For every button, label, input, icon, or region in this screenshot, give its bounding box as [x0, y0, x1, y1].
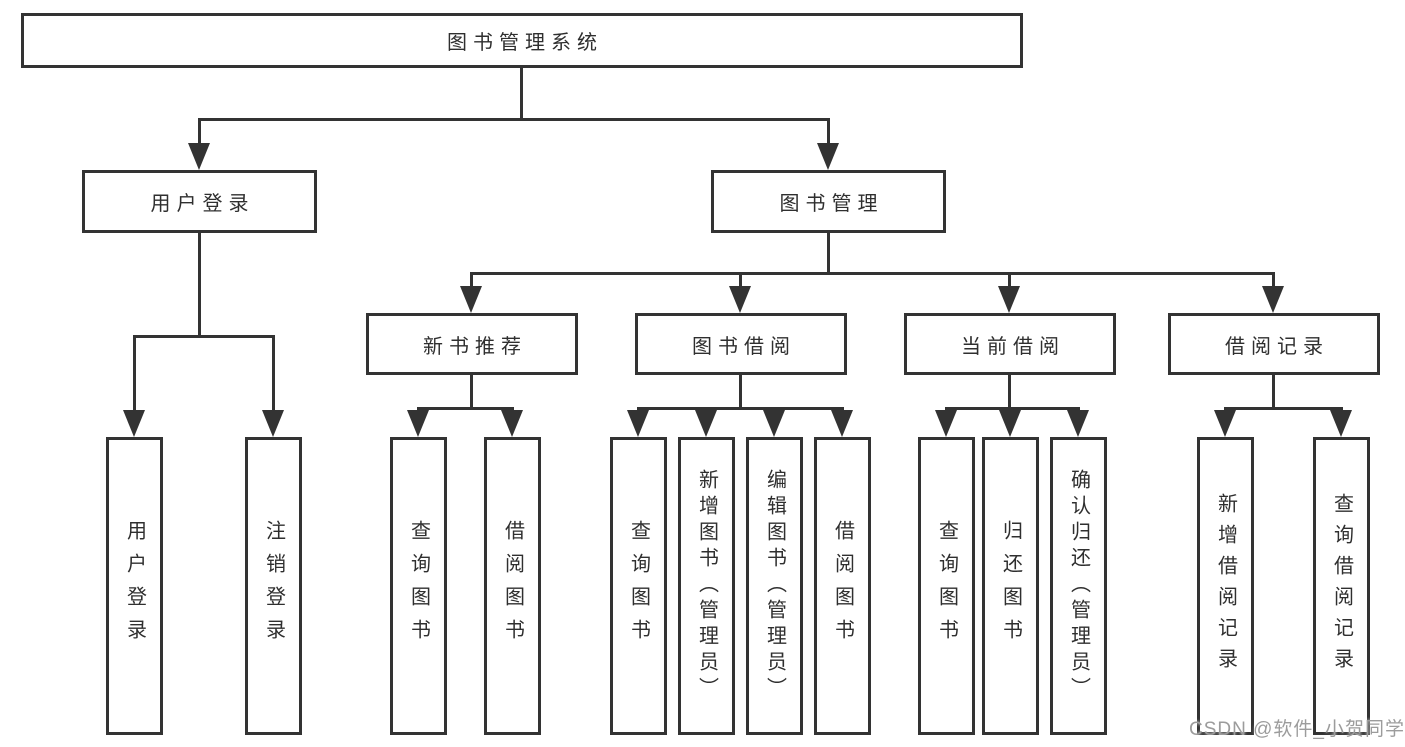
leaf-label: 确认归还（管理员）	[1067, 469, 1090, 703]
leaf-borrow-books-1: 借阅图书	[484, 437, 541, 735]
arrow-down-icon	[817, 143, 839, 170]
connector-line-v	[827, 118, 830, 148]
leaf-user-login: 用户登录	[106, 437, 163, 735]
node-root: 图书管理系统	[21, 13, 1023, 68]
connector-line-v	[272, 335, 275, 415]
leaf-label: 编辑图书（管理员）	[763, 469, 786, 703]
leaf-label: 查询图书	[407, 520, 430, 652]
leaf-query-borrow-record: 查询借阅记录	[1313, 437, 1370, 735]
connector-line-v	[827, 233, 830, 275]
leaf-label: 查询图书	[627, 520, 650, 652]
arrow-down-icon	[998, 286, 1020, 313]
arrow-down-icon	[407, 410, 429, 437]
connector-line-h	[637, 407, 844, 410]
leaf-add-borrow-record: 新增借阅记录	[1197, 437, 1254, 735]
arrow-down-icon	[763, 410, 785, 437]
leaf-query-books-2: 查询图书	[610, 437, 667, 735]
arrow-down-icon	[501, 410, 523, 437]
leaf-label: 借阅图书	[501, 520, 524, 652]
leaf-borrow-books-2: 借阅图书	[814, 437, 871, 735]
connector-line-v	[198, 233, 201, 335]
node-book-borrow: 图书借阅	[635, 313, 847, 375]
node-book-management: 图书管理	[711, 170, 946, 233]
connector-line-v	[1272, 375, 1275, 410]
leaf-label: 借阅图书	[831, 520, 854, 652]
connector-line-h	[1224, 407, 1343, 410]
connector-line-v	[1008, 375, 1011, 410]
connector-line-v	[1008, 272, 1011, 291]
arrow-down-icon	[123, 410, 145, 437]
leaf-label: 查询借阅记录	[1330, 493, 1353, 679]
connector-line-v	[133, 335, 136, 415]
arrow-down-icon	[831, 410, 853, 437]
leaf-query-books-3: 查询图书	[918, 437, 975, 735]
leaf-return-book: 归还图书	[982, 437, 1039, 735]
node-new-book-recommend: 新书推荐	[366, 313, 578, 375]
arrow-down-icon	[1330, 410, 1352, 437]
connector-line-v	[1272, 272, 1275, 291]
arrow-down-icon	[262, 410, 284, 437]
leaf-label: 新增借阅记录	[1214, 493, 1237, 679]
leaf-label: 注销登录	[262, 520, 285, 652]
arrow-down-icon	[1067, 410, 1089, 437]
arrow-down-icon	[1262, 286, 1284, 313]
arrow-down-icon	[935, 410, 957, 437]
connector-line-v	[739, 375, 742, 410]
arrow-down-icon	[729, 286, 751, 313]
arrow-down-icon	[460, 286, 482, 313]
arrow-down-icon	[627, 410, 649, 437]
leaf-confirm-return-admin: 确认归还（管理员）	[1050, 437, 1107, 735]
connector-line-v	[470, 375, 473, 410]
leaf-logout: 注销登录	[245, 437, 302, 735]
connector-line-v	[470, 272, 473, 291]
leaf-query-books-1: 查询图书	[390, 437, 447, 735]
node-user-login: 用户登录	[82, 170, 317, 233]
leaf-add-book-admin: 新增图书（管理员）	[678, 437, 735, 735]
leaf-label: 归还图书	[999, 520, 1022, 652]
connector-line-h	[417, 407, 514, 410]
arrow-down-icon	[188, 143, 210, 170]
leaf-label: 用户登录	[123, 520, 146, 652]
connector-line-h	[198, 118, 830, 121]
leaf-edit-book-admin: 编辑图书（管理员）	[746, 437, 803, 735]
leaf-label: 新增图书（管理员）	[695, 469, 718, 703]
watermark: CSDN @软件_小贺同学	[1189, 719, 1405, 740]
arrow-down-icon	[999, 410, 1021, 437]
arrow-down-icon	[695, 410, 717, 437]
leaf-label: 查询图书	[935, 520, 958, 652]
connector-line-h	[470, 272, 1275, 275]
arrow-down-icon	[1214, 410, 1236, 437]
connector-line-v	[739, 272, 742, 291]
connector-line-v	[198, 118, 201, 148]
connector-line-h	[133, 335, 275, 338]
connector-line-v	[520, 68, 523, 121]
node-borrow-records: 借阅记录	[1168, 313, 1380, 375]
node-current-borrow: 当前借阅	[904, 313, 1116, 375]
connector-line-h	[945, 407, 1080, 410]
